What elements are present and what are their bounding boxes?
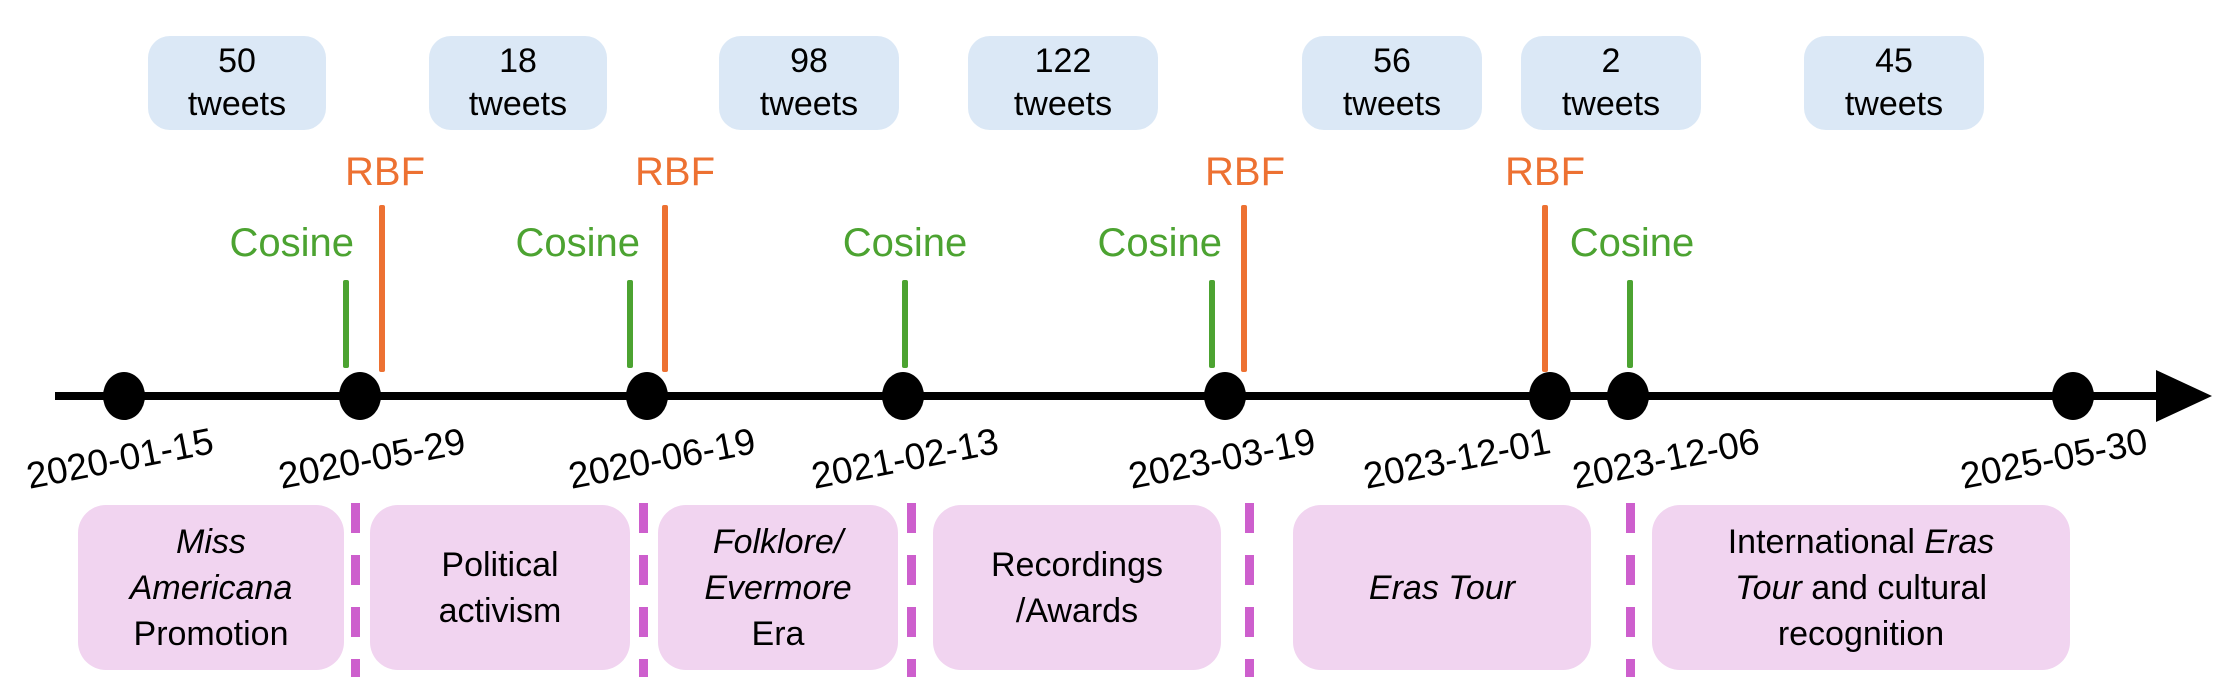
tweet-count: 50 bbox=[218, 42, 256, 80]
timeline-dot bbox=[2052, 372, 2094, 420]
cosine-stem-line bbox=[902, 280, 908, 368]
tweet-count-box: 2 tweets bbox=[1521, 36, 1701, 130]
cosine-stem-line bbox=[1209, 280, 1215, 368]
era-line: Recordings bbox=[991, 545, 1163, 584]
timeline-dot bbox=[626, 372, 668, 420]
date-label: 2020-01-15 bbox=[23, 420, 217, 497]
cosine-kernel-label: Cosine bbox=[1097, 221, 1222, 265]
era-box-miss-americana: Miss Americana Promotion bbox=[78, 505, 344, 670]
era-box-political-activism: Political activism bbox=[370, 505, 630, 670]
tweet-count-box: 122 tweets bbox=[968, 36, 1158, 130]
tweet-unit: tweets bbox=[468, 85, 568, 123]
tweet-count-box: 18 tweets bbox=[429, 36, 607, 130]
tweet-count: 122 bbox=[1034, 42, 1092, 80]
timeline-dot bbox=[1204, 372, 1246, 420]
tweet-count-box: 50 tweets bbox=[148, 36, 326, 130]
date-label: 2023-12-06 bbox=[1569, 420, 1763, 497]
era-line: Tour and cultural bbox=[1734, 568, 1988, 607]
era-box-eras-tour: Eras Tour bbox=[1293, 505, 1591, 670]
date-label: 2023-03-19 bbox=[1125, 420, 1319, 497]
timeline-dot bbox=[1607, 372, 1649, 420]
era-line: Political bbox=[441, 545, 559, 584]
cosine-stem-line bbox=[627, 280, 633, 368]
era-line: Evermore bbox=[704, 568, 852, 607]
rbf-kernel-label: RBF bbox=[345, 150, 425, 194]
tweet-count: 2 bbox=[1601, 42, 1621, 80]
date-label: 2023-12-01 bbox=[1360, 420, 1554, 497]
era-box-folklore-evermore: Folklore/ Evermore Era bbox=[658, 505, 898, 670]
rbf-kernel-label: RBF bbox=[1205, 150, 1285, 194]
era-line: Folklore/ bbox=[712, 522, 844, 561]
era-line: Miss bbox=[176, 522, 246, 561]
timeline-dot bbox=[1529, 372, 1571, 420]
era-box-recordings-awards: Recordings /Awards bbox=[933, 505, 1221, 670]
tweet-count: 56 bbox=[1373, 42, 1411, 80]
cosine-kernel-label: Cosine bbox=[515, 221, 640, 265]
tweet-count: 98 bbox=[790, 42, 828, 80]
tweet-unit: tweets bbox=[1561, 85, 1661, 123]
era-line: activism bbox=[438, 591, 562, 630]
date-label: 2025-05-30 bbox=[1957, 420, 2151, 497]
cosine-kernel-label: Cosine bbox=[842, 221, 968, 265]
cosine-kernel-label: Cosine bbox=[1569, 221, 1695, 265]
tweet-unit: tweets bbox=[1013, 85, 1113, 123]
era-box-international-eras-tour: International Eras Tour and cultural rec… bbox=[1652, 505, 2070, 670]
tweet-count: 18 bbox=[499, 42, 537, 80]
era-line: Era bbox=[751, 614, 805, 653]
tweet-unit: tweets bbox=[187, 85, 287, 123]
era-line: /Awards bbox=[1015, 591, 1139, 630]
era-line: Promotion bbox=[133, 614, 289, 653]
date-label: 2021-02-13 bbox=[808, 420, 1002, 497]
era-line: Americana bbox=[129, 568, 293, 607]
cosine-kernel-label: Cosine bbox=[229, 221, 354, 265]
era-line: Eras Tour bbox=[1368, 568, 1516, 607]
tweet-unit: tweets bbox=[1342, 85, 1442, 123]
era-separator-line bbox=[351, 503, 360, 677]
rbf-stem-line bbox=[662, 205, 668, 372]
tweet-unit: tweets bbox=[1844, 85, 1944, 123]
era-line: recognition bbox=[1777, 614, 1945, 653]
tweet-count-box: 98 tweets bbox=[719, 36, 899, 130]
era-separator-line bbox=[1245, 503, 1254, 677]
cosine-stem-line bbox=[343, 280, 349, 368]
era-separator-line bbox=[907, 503, 916, 677]
cosine-stem-line bbox=[1627, 280, 1633, 368]
tweet-unit: tweets bbox=[759, 85, 859, 123]
rbf-stem-line bbox=[1241, 205, 1247, 372]
tweet-count: 45 bbox=[1875, 42, 1913, 80]
rbf-kernel-label: RBF bbox=[1505, 150, 1585, 194]
rbf-stem-line bbox=[1542, 205, 1548, 372]
tweet-count-box: 56 tweets bbox=[1302, 36, 1482, 130]
timeline-dot bbox=[882, 372, 924, 420]
rbf-kernel-label: RBF bbox=[635, 150, 715, 194]
rbf-stem-line bbox=[379, 205, 385, 372]
timeline-arrowhead-icon bbox=[2156, 370, 2212, 422]
timeline-dot bbox=[103, 372, 145, 420]
era-line: International Eras bbox=[1727, 522, 1995, 561]
timeline-axis bbox=[55, 392, 2160, 400]
era-separator-line bbox=[639, 503, 648, 677]
era-separator-line bbox=[1626, 503, 1635, 677]
timeline-dot bbox=[339, 372, 381, 420]
date-label: 2020-06-19 bbox=[565, 420, 759, 497]
tweet-count-box: 45 tweets bbox=[1804, 36, 1984, 130]
date-label: 2020-05-29 bbox=[275, 420, 469, 497]
